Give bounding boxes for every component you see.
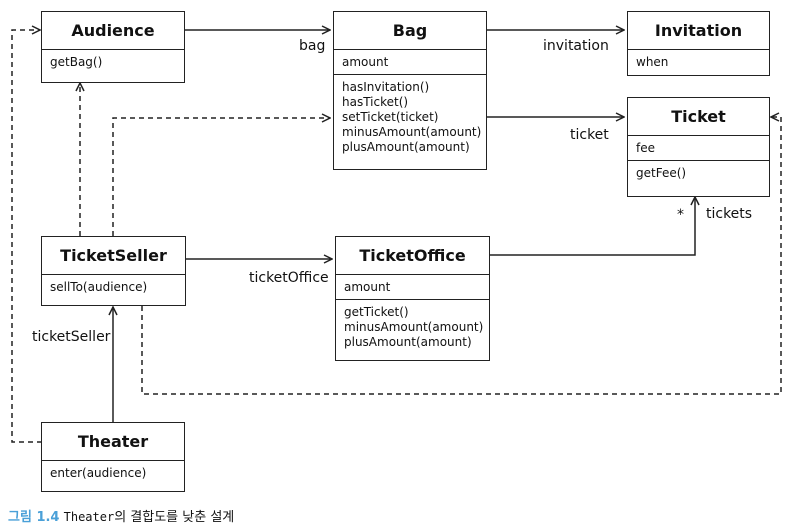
invitation-class: Invitation when — [627, 11, 770, 76]
attribute: when — [636, 55, 669, 69]
ticketoffice-class: TicketOffice amount getTicket() minusAmo… — [335, 236, 490, 361]
method: minusAmount(amount) — [342, 125, 482, 139]
label-tickets: tickets — [706, 206, 753, 222]
methods-section: sellTo(audience) — [42, 275, 185, 299]
method: enter(audience) — [50, 466, 147, 480]
methods-section: getFee() — [628, 161, 769, 185]
audience-class: Audience getBag() — [41, 11, 185, 83]
class-name: Invitation — [628, 12, 769, 50]
method: sellTo(audience) — [50, 280, 148, 294]
ticket-class: Ticket fee getFee() — [627, 97, 770, 197]
attributes-section: amount — [336, 275, 489, 300]
attribute: amount — [344, 280, 391, 294]
attributes-section: amount — [334, 50, 486, 75]
ticketseller-class: TicketSeller sellTo(audience) — [41, 236, 186, 306]
label-ticketoffice: ticketOffice — [249, 270, 329, 286]
figure-caption: 그림 1.4 Theater의 결합도를 낮춘 설계 — [8, 506, 234, 525]
class-name: TicketSeller — [42, 237, 185, 275]
label-multiplicity: * — [677, 207, 684, 223]
bag-class: Bag amount hasInvitation() hasTicket() s… — [333, 11, 487, 170]
label-ticketseller: ticketSeller — [32, 329, 111, 345]
office-tickets-association — [490, 197, 695, 256]
methods-section: enter(audience) — [42, 461, 184, 485]
seller-ticket-dependency — [141, 117, 782, 395]
class-name: Theater — [42, 423, 184, 461]
caption-number: 그림 1.4 — [8, 510, 60, 525]
attributes-section: fee — [628, 136, 769, 161]
attributes-section: when — [628, 50, 769, 74]
caption-text: 의 결합도를 낮춘 설계 — [114, 510, 235, 525]
method: hasTicket() — [342, 95, 409, 109]
attribute: amount — [342, 55, 389, 69]
class-name: TicketOffice — [336, 237, 489, 275]
methods-section: getBag() — [42, 50, 184, 74]
methods-section: getTicket() minusAmount(amount) plusAmou… — [336, 300, 489, 354]
label-invitation: invitation — [543, 38, 609, 54]
class-name: Ticket — [628, 98, 769, 136]
method: minusAmount(amount) — [344, 320, 484, 334]
method: setTicket(ticket) — [342, 110, 439, 124]
label-bag: bag — [299, 38, 326, 54]
method: plusAmount(amount) — [344, 335, 472, 349]
method: getBag() — [50, 55, 103, 69]
attribute: fee — [636, 141, 655, 155]
seller-bag-dependency — [112, 118, 330, 236]
methods-section: hasInvitation() hasTicket() setTicket(ti… — [334, 75, 486, 159]
method: getFee() — [636, 166, 687, 180]
label-ticket: ticket — [570, 127, 609, 143]
theater-class: Theater enter(audience) — [41, 422, 185, 492]
class-name: Bag — [334, 12, 486, 50]
theater-audience-dependency — [11, 30, 42, 443]
class-name: Audience — [42, 12, 184, 50]
method: hasInvitation() — [342, 80, 430, 94]
caption-code: Theater — [63, 510, 115, 524]
method: plusAmount(amount) — [342, 140, 470, 154]
method: getTicket() — [344, 305, 409, 319]
